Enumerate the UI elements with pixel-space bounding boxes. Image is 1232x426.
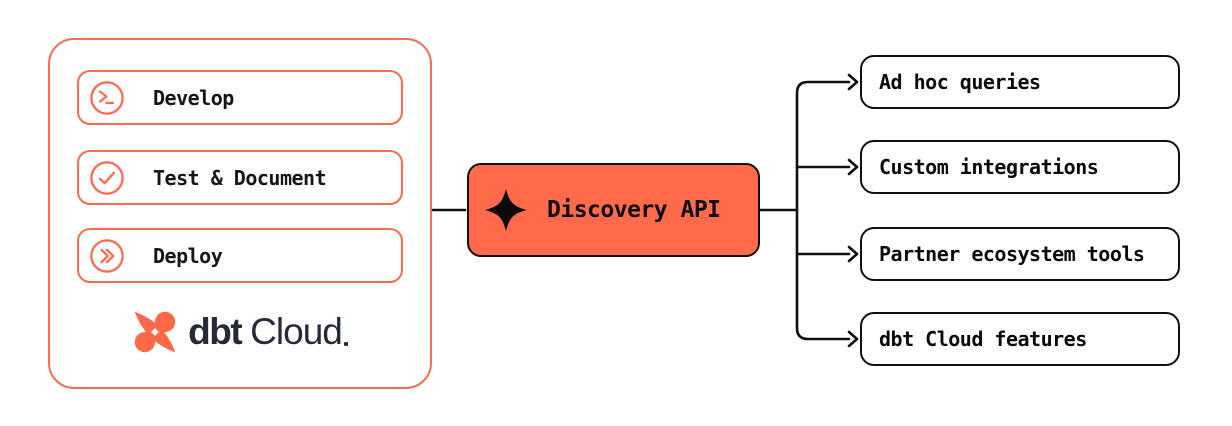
output-label: Ad hoc queries [879, 70, 1041, 94]
pill-label: Develop [153, 85, 234, 110]
arrowhead-icon [847, 73, 859, 91]
cloud-wordmark: Cloud [250, 311, 343, 352]
output-box-dbt-cloud-features: dbt Cloud features [860, 312, 1180, 366]
output-label: Partner ecosystem tools [879, 242, 1145, 266]
discovery-api-node: Discovery API [467, 163, 760, 257]
dbt-cloud-logo: dbt Cloud [48, 306, 432, 358]
pill-label: Deploy [153, 243, 223, 268]
terminal-prompt-icon [90, 80, 124, 115]
output-box-ad-hoc-queries: Ad hoc queries [860, 55, 1180, 109]
output-label: dbt Cloud features [879, 327, 1087, 351]
output-label: Custom integrations [879, 155, 1099, 179]
trademark-dot [343, 342, 348, 346]
discovery-api-label: Discovery API [547, 197, 721, 223]
double-chevron-circle-icon [90, 238, 124, 273]
sparkle-icon [485, 189, 527, 231]
arrowhead-icon [847, 330, 859, 348]
output-box-partner-ecosystem-tools: Partner ecosystem tools [860, 227, 1180, 281]
arrowhead-icon [847, 245, 859, 263]
pill-label: Test & Document [153, 165, 327, 190]
dbt-cloud-wordmark: dbt Cloud [188, 311, 348, 353]
pill-test-document: Test & Document [77, 150, 403, 205]
connector-trunk-top [795, 80, 851, 212]
pill-deploy: Deploy [77, 228, 403, 283]
connector-trunk-bottom [795, 208, 851, 341]
arrowhead-icon [847, 158, 859, 176]
dbt-logo-mark-icon [134, 311, 176, 353]
output-box-custom-integrations: Custom integrations [860, 140, 1180, 194]
dbt-wordmark: dbt [188, 311, 243, 352]
pill-develop: Develop [77, 70, 403, 125]
check-circle-icon [90, 160, 124, 195]
